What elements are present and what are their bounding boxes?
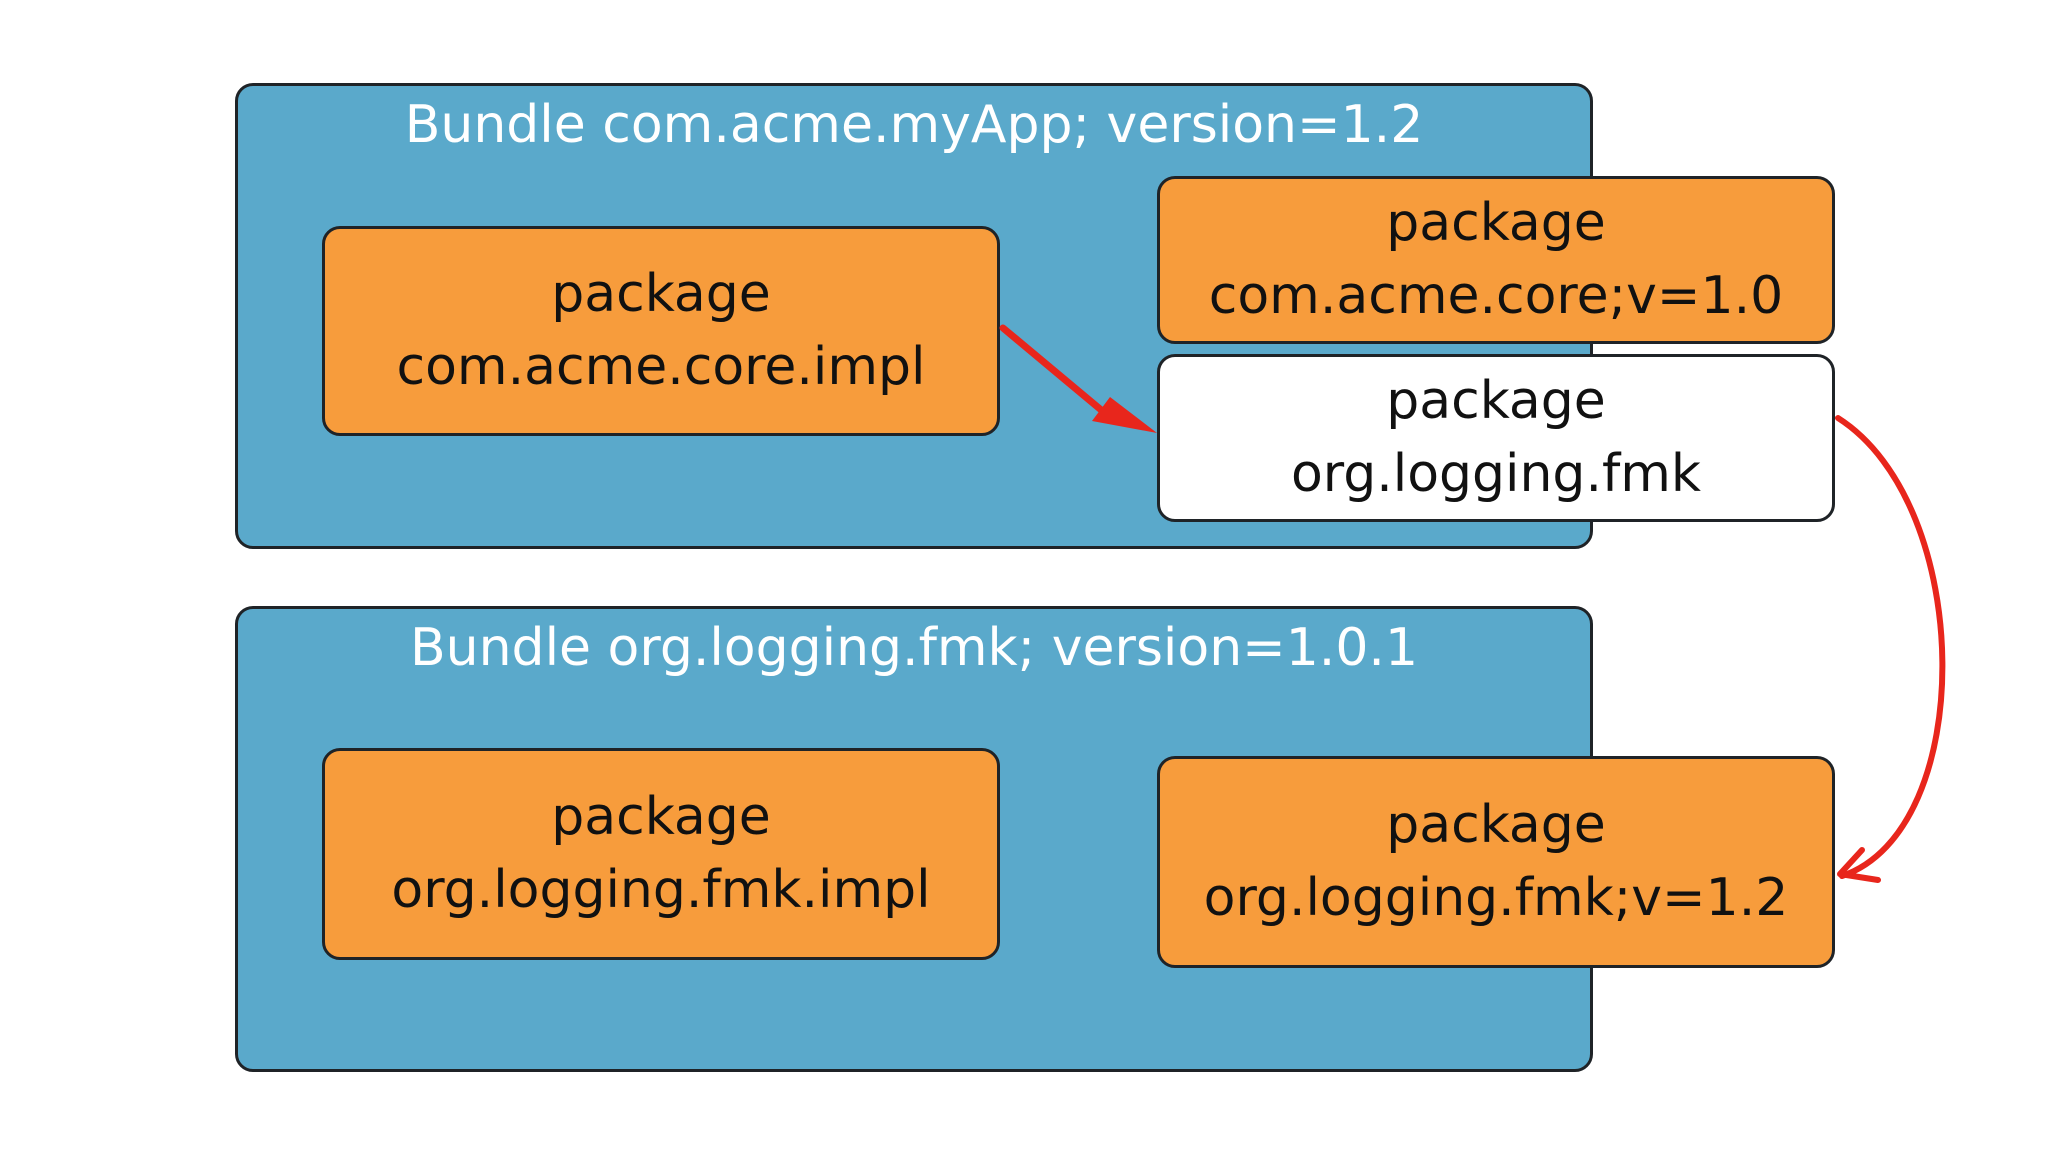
wiring-arrow-curve (1835, 415, 1946, 879)
wiring-arrowhead (1837, 847, 1881, 883)
package-org-logging-fmk-impl: package org.logging.fmk.impl (322, 748, 1000, 960)
package-keyword: package (551, 787, 771, 848)
package-keyword: package (1386, 795, 1606, 856)
package-name: org.logging.fmk (1290, 444, 1702, 504)
package-name: com.acme.core;v=1.0 (1208, 266, 1784, 326)
package-keyword: package (1386, 371, 1606, 432)
package-org-logging-fmk-exported: package org.logging.fmk;v=1.2 (1157, 756, 1835, 968)
package-org-logging-fmk-imported: package org.logging.fmk (1157, 354, 1835, 522)
bundle-title: Bundle com.acme.myApp; version=1.2 (404, 95, 1424, 155)
bundle-title: Bundle org.logging.fmk; version=1.0.1 (409, 618, 1419, 678)
package-name: com.acme.core.impl (396, 337, 926, 397)
package-keyword: package (551, 264, 771, 325)
package-name: org.logging.fmk;v=1.2 (1203, 868, 1789, 928)
package-name: org.logging.fmk.impl (391, 860, 931, 920)
package-keyword: package (1386, 193, 1606, 254)
package-com-acme-core-exported: package com.acme.core;v=1.0 (1157, 176, 1835, 344)
package-com-acme-core-impl: package com.acme.core.impl (322, 226, 1000, 436)
